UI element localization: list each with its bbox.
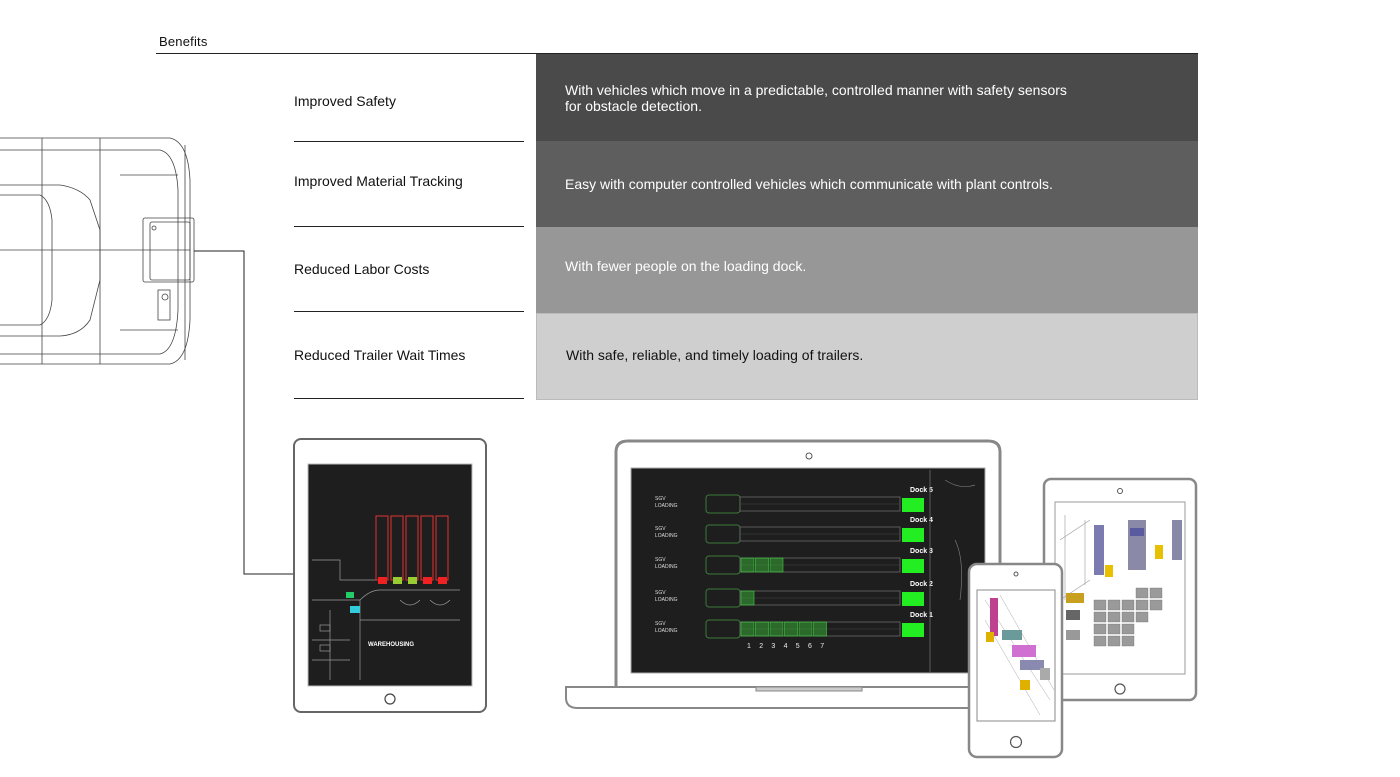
section-title: Benefits: [159, 34, 208, 49]
lane-label-top: SGV: [655, 557, 666, 563]
lane-label-top: SGV: [655, 496, 666, 502]
lane-label-top: SGV: [655, 526, 666, 532]
dock-label: Dock 1: [910, 612, 933, 619]
lane-label-bottom: LOADING: [655, 533, 678, 539]
connector-line: [194, 250, 294, 575]
position-numbers: 1 2 3 4 5 6 7: [747, 643, 824, 650]
benefit-divider: [294, 311, 524, 312]
benefit-description-tracking: Easy with computer controlled vehicles w…: [536, 141, 1198, 227]
building-wall: [929, 470, 976, 672]
benefit-divider: [294, 141, 524, 142]
dock-label: Dock 5: [910, 487, 933, 494]
pallet-marker: [798, 621, 813, 637]
pallet-marker: [813, 621, 827, 637]
dock-label: Dock 2: [910, 581, 933, 588]
pallet-marker: [784, 621, 798, 637]
position-number: 4: [784, 643, 788, 650]
pallet-marker: [755, 621, 769, 637]
benefit-label-labor: Reduced Labor Costs: [294, 261, 430, 277]
position-number: 7: [820, 643, 824, 650]
lane-label-top: SGV: [655, 590, 666, 596]
benefit-divider: [294, 398, 524, 399]
lane-label-bottom: LOADING: [655, 597, 678, 603]
pallet-marker: [755, 557, 769, 573]
pallet-marker: [769, 621, 784, 637]
lane-label-bottom: LOADING: [655, 564, 678, 570]
benefit-label-tracking: Improved Material Tracking: [294, 173, 463, 189]
dock-label: Dock 4: [910, 517, 933, 524]
phone: [967, 562, 1064, 759]
benefit-label-wait: Reduced Trailer Wait Times: [294, 347, 466, 363]
dock-door: [902, 528, 924, 542]
section-divider: [156, 53, 1198, 54]
position-number: 3: [771, 643, 775, 650]
pallet-marker: [740, 557, 755, 573]
benefit-description-safety: With vehicles which move in a predictabl…: [536, 54, 1198, 141]
dock-door: [902, 592, 924, 606]
pallet-marker: [740, 590, 755, 606]
lane-label-bottom: LOADING: [655, 503, 678, 509]
tablet-right: [1042, 477, 1198, 702]
dock-door: [902, 623, 924, 637]
benefit-divider: [294, 226, 524, 227]
dock-door: [902, 498, 924, 512]
warehousing-label: WAREHOUSING: [368, 642, 414, 648]
pallet-marker: [769, 557, 784, 573]
tablet-left: WAREHOUSING: [293, 438, 487, 713]
position-number: 1: [747, 643, 751, 650]
dock-label: Dock 3: [910, 548, 933, 555]
position-number: 6: [808, 643, 812, 650]
dock-door: [902, 559, 924, 573]
benefit-description-labor: With fewer people on the loading dock.: [536, 227, 1198, 313]
vehicle-outline: [0, 137, 195, 365]
benefit-description-wait: With safe, reliable, and timely loading …: [536, 313, 1198, 400]
lane-label-top: SGV: [655, 621, 666, 627]
benefit-label-safety: Improved Safety: [294, 93, 396, 109]
position-number: 2: [759, 643, 763, 650]
pallet-marker: [740, 621, 755, 637]
position-number: 5: [796, 643, 800, 650]
lane-label-bottom: LOADING: [655, 628, 678, 634]
